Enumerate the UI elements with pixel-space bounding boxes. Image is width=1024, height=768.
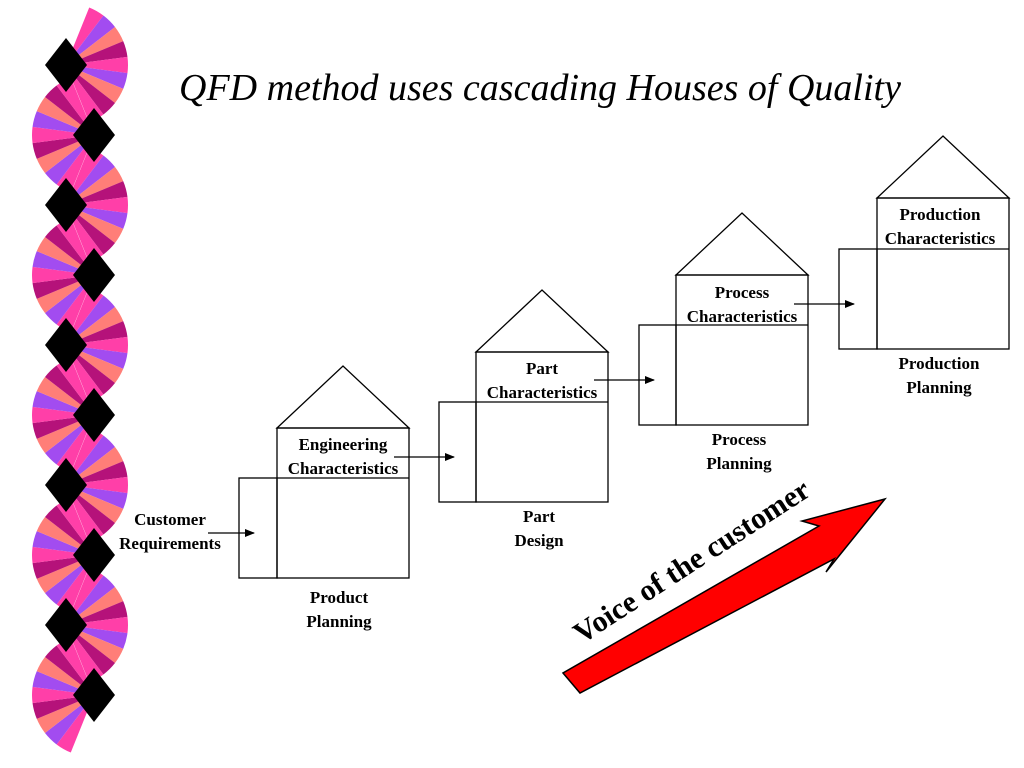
- fan-wedge: [66, 485, 116, 535]
- fan-wedge: [44, 365, 94, 415]
- house-side-room: [238, 477, 278, 579]
- house-roof: [474, 289, 610, 353]
- fan-wedge: [32, 686, 94, 704]
- house-roof: [875, 135, 1011, 199]
- house-part-design: [438, 289, 610, 503]
- fan-wedge: [36, 237, 94, 275]
- slide-title: QFD method uses cascading Houses of Qual…: [179, 67, 901, 109]
- diamond-ornament: [45, 598, 87, 652]
- fan-wedge: [66, 295, 116, 345]
- fan-wedge: [36, 657, 94, 695]
- fan-wedge: [32, 126, 94, 144]
- diamond-ornament: [73, 388, 115, 442]
- fan-wedge: [66, 476, 129, 494]
- voice-of-customer-arrow: [561, 497, 888, 694]
- product-planning-label: Product Planning: [306, 588, 372, 631]
- fan-wedge: [44, 415, 94, 465]
- diamond-ornament: [73, 248, 115, 302]
- fan-wedge: [36, 135, 94, 173]
- decorative-fan-border: [32, 7, 129, 753]
- diamond-ornament: [73, 528, 115, 582]
- fan-wedge: [66, 587, 124, 625]
- fan-wedge: [32, 546, 94, 564]
- fan-wedge: [66, 345, 116, 395]
- house-side-room: [438, 401, 477, 503]
- fan-wedge: [66, 485, 124, 523]
- fan-wedge: [66, 205, 124, 243]
- fan-wedge: [36, 555, 94, 593]
- fan-wedge: [36, 415, 94, 453]
- fan-wedge: [44, 555, 94, 605]
- house-roof: [275, 365, 411, 429]
- fan-wedge: [66, 65, 124, 103]
- fan-wedge: [66, 625, 116, 675]
- fan-wedge: [36, 377, 94, 415]
- fan-wedge: [32, 266, 94, 284]
- diamond-ornament: [45, 38, 87, 92]
- house-product-planning: [238, 365, 411, 579]
- fan-wedge: [44, 225, 94, 275]
- fan-wedge: [36, 695, 94, 733]
- engineering-characteristics-label: Engineering Characteristics: [287, 435, 399, 478]
- part-design-label: Part Design: [514, 507, 564, 550]
- fan-wedge: [66, 307, 124, 345]
- fan-wedge: [36, 97, 94, 135]
- fan-wedge: [44, 135, 94, 185]
- customer-requirements-label: Customer Requirements: [119, 510, 221, 553]
- fan-wedge: [36, 275, 94, 313]
- fan-wedge: [66, 345, 124, 383]
- fan-wedge: [66, 27, 124, 65]
- house-production-planning: [838, 135, 1011, 350]
- house-process-planning: [638, 212, 810, 426]
- fan-wedge: [44, 505, 94, 555]
- diamond-ornament: [73, 668, 115, 722]
- diamond-ornament: [73, 108, 115, 162]
- diamond-ornament: [45, 458, 87, 512]
- fan-wedge: [36, 517, 94, 555]
- fan-wedge: [66, 65, 116, 115]
- fan-wedge: [66, 625, 124, 663]
- fan-wedge: [66, 205, 116, 255]
- house-side-room: [638, 324, 677, 426]
- production-characteristics-label: Production Characteristics: [884, 205, 996, 248]
- fan-wedge: [66, 155, 116, 205]
- fan-wedge: [44, 85, 94, 135]
- house-side-room: [838, 248, 878, 350]
- fan-wedge: [66, 447, 124, 485]
- fan-wedge: [44, 645, 94, 695]
- fan-wedge: [66, 616, 129, 634]
- fan-wedge: [66, 336, 129, 354]
- fan-wedge: [66, 435, 116, 485]
- part-characteristics-label: Part Characteristics: [486, 359, 598, 402]
- house-roof: [674, 212, 810, 276]
- fan-wedge: [44, 695, 94, 745]
- fan-wedge: [44, 275, 94, 325]
- process-characteristics-label: Process Characteristics: [686, 283, 798, 326]
- production-planning-label: Production Planning: [898, 354, 980, 397]
- diamond-ornament: [45, 178, 87, 232]
- fan-wedge: [66, 56, 129, 74]
- fan-wedge: [66, 575, 116, 625]
- fan-wedge: [66, 196, 129, 214]
- diamond-ornament: [45, 318, 87, 372]
- process-planning-label: Process Planning: [706, 430, 772, 473]
- fan-wedge: [32, 406, 94, 424]
- fan-wedge: [66, 15, 116, 66]
- fan-wedge: [66, 167, 124, 205]
